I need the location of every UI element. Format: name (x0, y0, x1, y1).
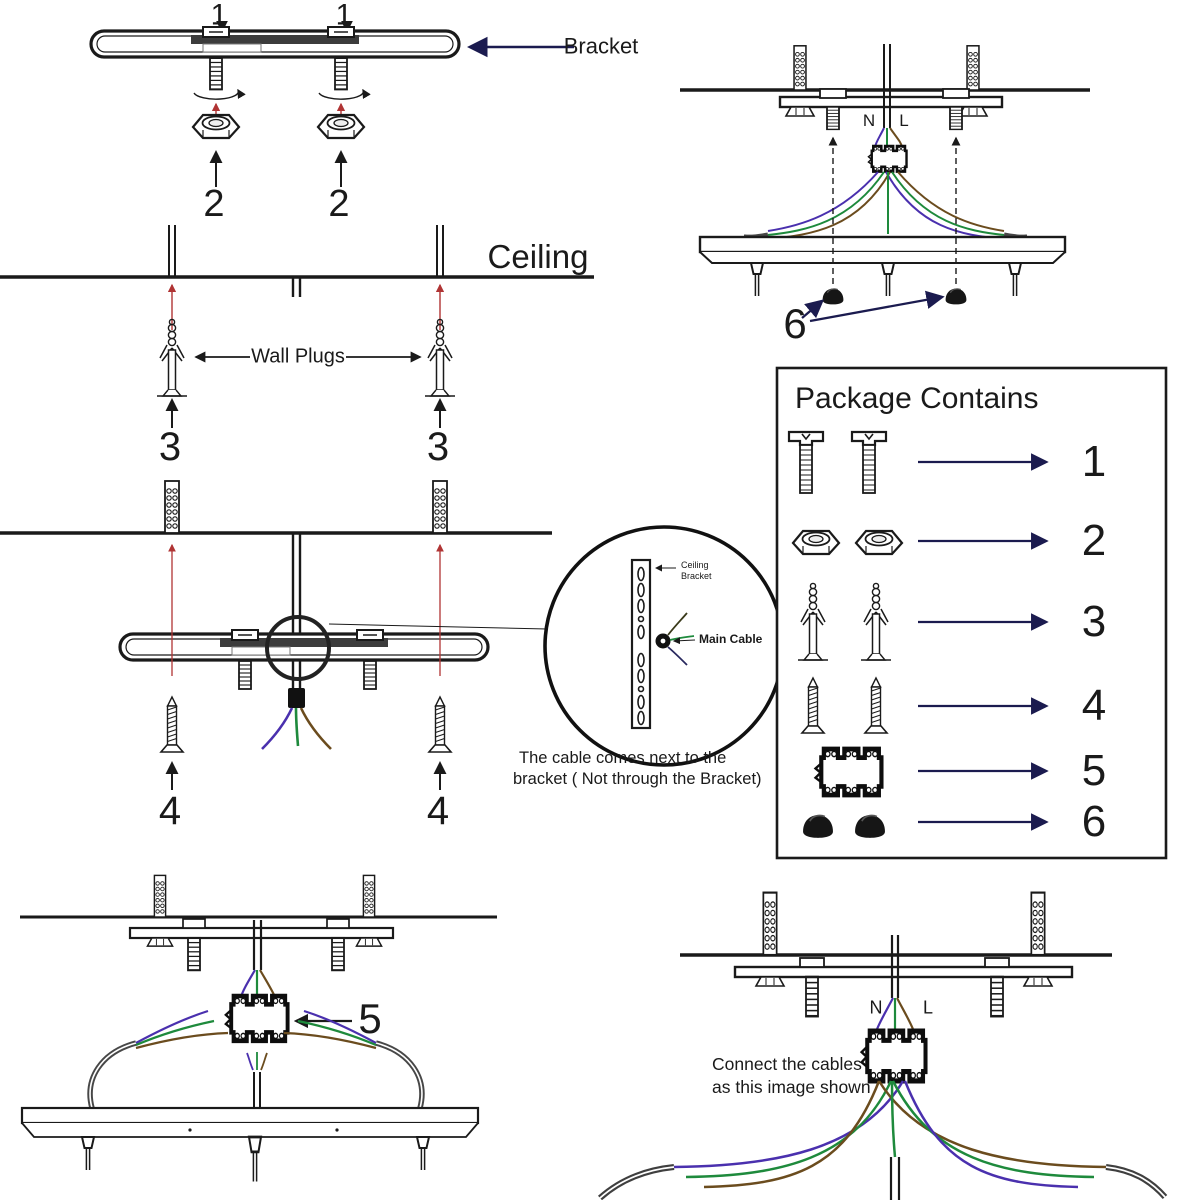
suspension-hook-icon (1008, 262, 1022, 297)
step6-hang-canopy (680, 44, 1090, 323)
suspension-hook-icon (81, 1136, 95, 1171)
center-pipe (889, 1157, 901, 1200)
step3-wall-plugs (0, 225, 594, 428)
inset-bracket-label-line1: Ceiling (681, 560, 709, 570)
main-cable (883, 90, 891, 128)
canopy-bar (20, 1106, 480, 1125)
neutral-label-top: N (862, 111, 876, 131)
callout-2-left: 2 (203, 183, 225, 226)
terminal-block-icon (867, 144, 908, 173)
connect-note-line2: as this image shown (712, 1077, 871, 1097)
wall-plug-icon (762, 891, 778, 957)
wall-plug-icon (362, 874, 376, 918)
wall-plug-icon (966, 45, 980, 91)
package-contains-box (775, 366, 1168, 860)
step4-mount-bracket (0, 480, 552, 790)
center-pipe (253, 1072, 261, 1108)
step5-connect-terminal (20, 874, 497, 1183)
terminal-block-icon (862, 1031, 926, 1081)
inset-bracket-label: Ceiling Bracket (681, 560, 712, 582)
connect-note-line1: Connect the cables (712, 1054, 862, 1074)
bracket-label: Bracket (563, 33, 639, 59)
main-cable (890, 955, 900, 998)
wall-plug-icon (793, 45, 807, 91)
end-cap-icon (944, 288, 968, 305)
wire-blue (261, 707, 294, 750)
wall-plugs-label: Wall Plugs (251, 345, 345, 368)
hex-nut-icon (854, 529, 904, 556)
hex-nut-icon (191, 113, 241, 140)
wall-plug-icon (156, 318, 188, 397)
cable-ferrule (288, 688, 305, 708)
wall-plug-icon (164, 480, 180, 534)
wall-plug-icon (424, 318, 456, 397)
package-callout-3: 3 (1081, 597, 1107, 647)
terminal-block-icon (226, 996, 288, 1041)
package-callout-5: 5 (1081, 746, 1107, 796)
callout-1-left: 1 (210, 0, 228, 32)
cable-note-line1: The cable comes next to the (519, 749, 727, 767)
wall-plug-icon (1030, 891, 1046, 957)
callout-1-right: 1 (335, 0, 353, 32)
callout-4-right: 4 (426, 789, 450, 834)
wood-screw-icon (428, 696, 452, 753)
rotate-arrow-icon (193, 88, 246, 100)
wall-plug-icon (432, 480, 448, 534)
package-callout-6: 6 (1081, 797, 1107, 847)
live-label-top: L (899, 111, 909, 131)
suspension-hook-icon (247, 1135, 263, 1183)
wire-brown (299, 707, 332, 750)
main-cable (291, 533, 302, 688)
suspension-hook-icon (416, 1136, 430, 1171)
cable-note-line2: bracket ( Not through the Bracket) (513, 770, 762, 788)
terminal-block-icon (816, 749, 882, 795)
grey-cable (1105, 1164, 1168, 1200)
ceiling-label: Ceiling (487, 237, 589, 275)
suspension-hook-icon (750, 262, 764, 297)
package-callout-1: 1 (1081, 437, 1107, 487)
live-label-bottom: L (922, 997, 934, 1018)
canopy-bar (698, 235, 1067, 254)
main-cable (252, 920, 263, 970)
grey-cable (597, 1164, 675, 1200)
bracket-bar (118, 628, 490, 662)
callout-4-left: 4 (158, 789, 182, 834)
connect-cables-diagram (597, 891, 1168, 1200)
end-cap-icon (821, 288, 845, 305)
step1-bracket-assembly (89, 21, 574, 187)
inset-bracket-label-line2: Bracket (681, 570, 712, 581)
wire-green (294, 707, 300, 747)
ceiling-bracket-strip (630, 558, 652, 730)
bracket-bar (89, 25, 461, 59)
package-callout-2: 2 (1081, 516, 1107, 566)
rotate-arrow-icon (318, 88, 371, 100)
bracket-bar (733, 965, 1074, 979)
callout-6: 6 (783, 300, 807, 348)
callout-3-left: 3 (158, 425, 182, 470)
package-callout-4: 4 (1081, 681, 1107, 731)
callout-3-right: 3 (426, 425, 450, 470)
inset-detail (543, 525, 785, 767)
magnifier-circle (265, 615, 331, 681)
neutral-label-bottom: N (869, 997, 883, 1018)
hex-nut-icon (316, 113, 366, 140)
callout-2-right: 2 (328, 183, 350, 226)
suspension-hook-icon (881, 262, 895, 297)
hex-nut-icon (791, 529, 841, 556)
wall-plug-icon (153, 874, 167, 918)
wood-screw-icon (160, 696, 184, 753)
package-title: Package Contains (795, 382, 1039, 415)
callout-5: 5 (358, 995, 382, 1043)
main-cable-label: Main Cable (699, 632, 763, 646)
